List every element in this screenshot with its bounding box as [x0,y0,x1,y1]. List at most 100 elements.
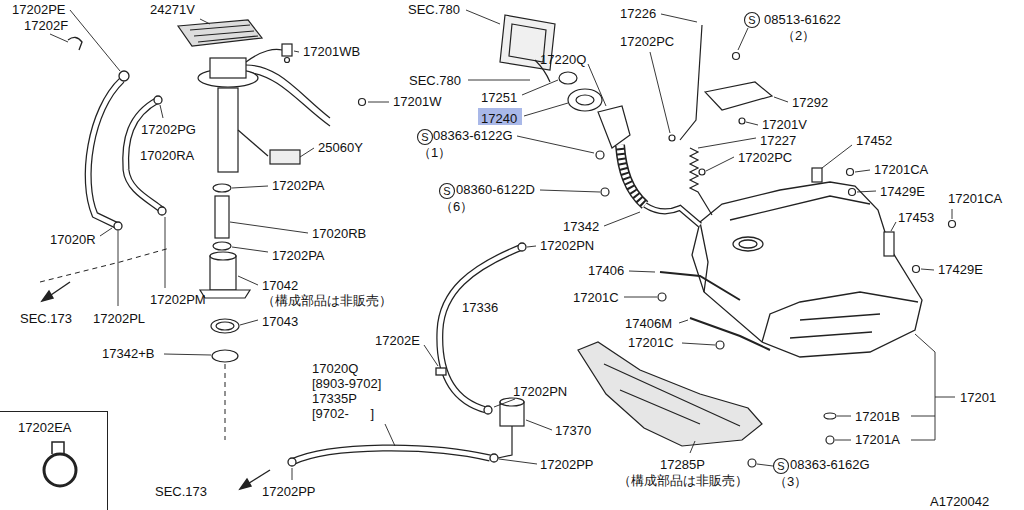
leader-line [698,138,756,148]
note-text: （2） [782,28,815,43]
leader-line [164,354,211,355]
callout-number: 08360-6122D [456,182,535,197]
hose-clamps [68,37,82,50]
bolts [658,293,666,301]
callout-number: 17201C [573,290,619,305]
leader-line [524,103,568,116]
fuel-filter [498,398,524,458]
pump-assembly [213,242,231,250]
callout-number: 17429E [938,262,983,277]
callout-number: 17406 [588,263,624,278]
note-text: （構成部品は非販売） [262,293,392,308]
leader-line [835,416,851,440]
leader-line [738,28,748,50]
hose-clamps [68,37,526,466]
hose-clamps [490,454,498,462]
leader-line [604,212,640,226]
tank-straps [884,232,894,256]
leader-line [757,464,773,466]
pump-assembly [213,184,231,192]
fuel-tank [730,196,870,220]
bolts [826,436,834,444]
callout-number: 17226 [620,6,656,21]
callout-number: 17406M [625,316,672,331]
callout-number: 17342+B [102,346,154,361]
filler-parts [645,205,700,225]
circled-s-ring [774,459,789,474]
callout-number: 17201C [628,335,674,350]
callout-number: 17201A [855,432,900,447]
callout-number: 17240 [481,111,517,126]
bolts [596,151,604,159]
leader-line [232,186,268,188]
leader-line [774,97,788,102]
pump-assembly [211,319,239,333]
callout-number: 17020R [50,232,96,247]
note-text: （3） [774,474,807,489]
leader-line [706,157,734,171]
callout-number: 17202PG [141,122,196,137]
leader-line [468,80,530,81]
leader-line [891,222,896,231]
callout-number: 17201B [855,409,900,424]
callout-number: 17201 [960,390,996,405]
pump-assembly [216,322,234,330]
section-reference: SEC.780 [408,2,460,17]
tank-straps [812,168,822,182]
pump-assembly [218,88,238,172]
leader-line [526,420,552,430]
callout-number: 17202PC [620,34,674,49]
section-reference: SEC.780 [409,73,461,88]
fuel-hoses [88,80,122,226]
clamp-17202ea [44,442,76,486]
hose-clamps [436,368,446,375]
callout-number: 17452 [856,133,892,148]
direction-arrow [42,291,53,301]
leader-line [746,122,758,125]
filler-parts [669,135,675,141]
heat-shield [578,342,762,446]
hose-clamps [154,96,162,104]
callout-number: 17201CA [874,162,928,177]
note-text: （6） [440,199,473,214]
pump-assembly [210,58,246,78]
callout-number: 17202PL [93,311,145,326]
callout-number: 17202E [375,333,420,348]
filler-parts [705,82,772,110]
direction-arrow [42,282,270,489]
leader-line [952,209,953,219]
circled-s-ring [440,184,455,199]
pump-assembly [190,25,258,42]
bolts [733,53,740,60]
leader-line [855,170,870,172]
section-reference: SEC.173 [20,311,72,326]
callout-number: 17336 [462,300,498,315]
callout-number: 17202PE [12,2,66,17]
leader-line [527,246,536,247]
pump-assembly [215,196,229,238]
leader-line [385,424,395,446]
leader-line [240,320,258,325]
tank-straps [660,272,740,300]
leader-line [921,269,934,270]
leader-line [650,52,670,133]
leader-line [294,51,299,52]
note-text: （構成部品は非販売） [618,473,748,488]
bolts [849,189,856,196]
callout-number: 17020Q [312,361,358,376]
fuel-hoses [440,247,522,410]
fuel-tank [700,222,708,292]
callout-number: 17202EA [18,420,72,435]
filler-parts [690,148,712,215]
pump-assembly [282,44,292,56]
callout-number: 17227 [760,133,796,148]
leader-line [100,228,112,236]
leader-line [682,343,715,345]
callout-number: 17042 [262,278,298,293]
tank-straps [660,168,894,350]
bolts [359,99,366,106]
hose-clamps [484,406,492,414]
hose-clamps [114,222,122,230]
callout-number: 17202PN [540,238,594,253]
